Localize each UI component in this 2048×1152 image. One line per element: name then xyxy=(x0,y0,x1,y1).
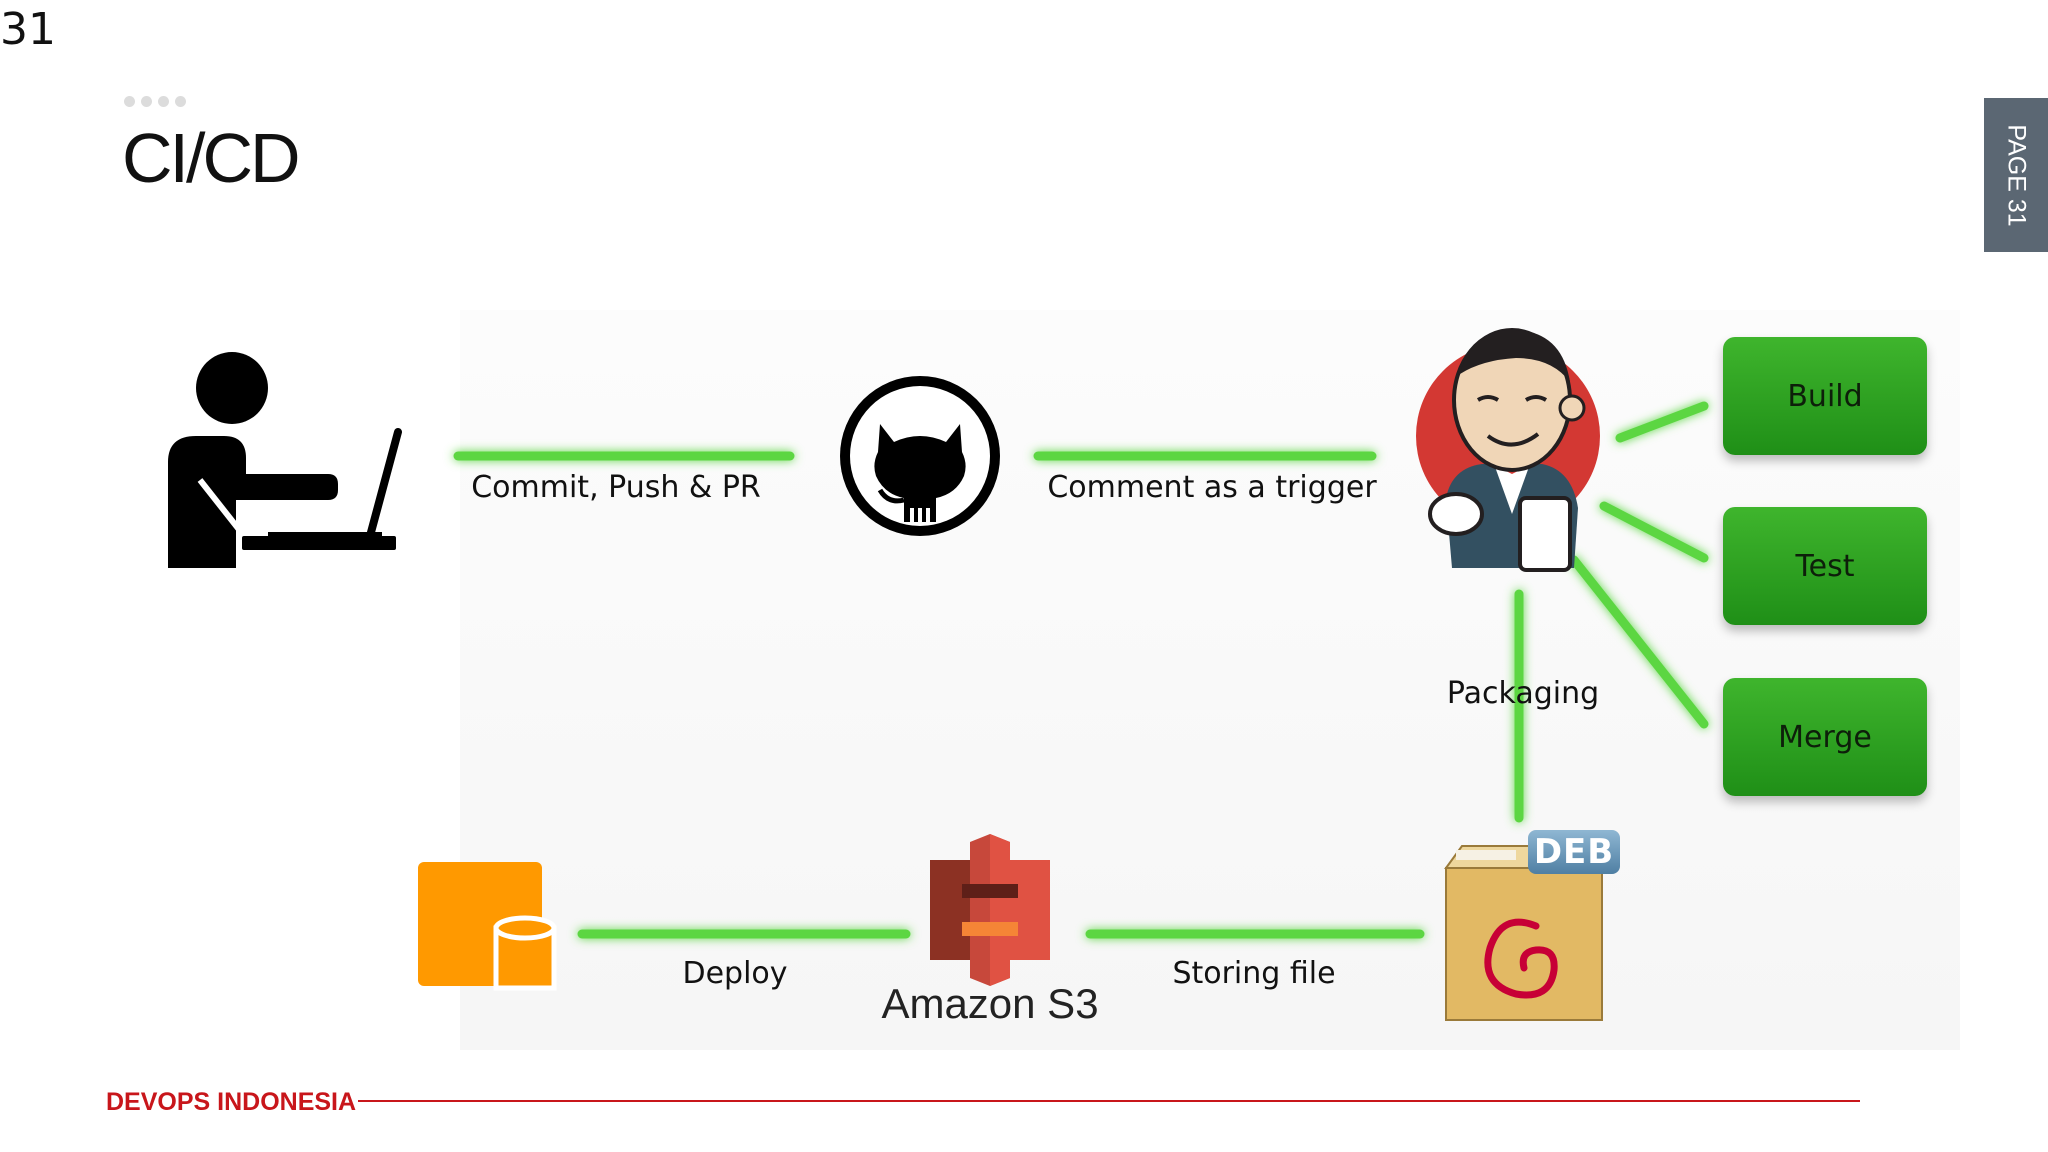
ec2-server-icon xyxy=(418,862,557,991)
edge-build-line xyxy=(1615,401,1709,443)
edge-label-commit: Commit, Push & PR xyxy=(471,470,761,505)
edge-label-deploy: Deploy xyxy=(682,956,788,991)
footer-rule xyxy=(358,1100,1860,1102)
jenkins-butler-icon xyxy=(1416,328,1600,572)
task-test: Test xyxy=(1723,507,1927,625)
edge-test-line xyxy=(1599,501,1709,563)
slide-number: 31 xyxy=(0,4,56,55)
diagram-panel xyxy=(460,310,1960,1050)
task-build: Build xyxy=(1723,337,1927,455)
page-tab: PAGE 31 xyxy=(1984,98,2048,252)
task-merge: Merge xyxy=(1723,678,1927,796)
title-dots xyxy=(124,96,186,107)
amazon-s3-icon xyxy=(930,834,1050,986)
github-octocat-icon xyxy=(840,376,1000,536)
edge-label-trigger: Comment as a trigger xyxy=(1047,470,1377,505)
deb-badge: DEB xyxy=(1528,830,1620,874)
developer-laptop-icon xyxy=(168,352,402,568)
footer-brand: DEVOPS INDONESIA xyxy=(106,1088,357,1116)
edge-label-storing: Storing file xyxy=(1172,956,1336,991)
s3-caption: Amazon S3 xyxy=(881,980,1099,1027)
edge-label-packaging: Packaging xyxy=(1446,676,1600,711)
edge-merge-line xyxy=(1569,555,1709,729)
slide-title: CI/CD xyxy=(122,119,301,197)
